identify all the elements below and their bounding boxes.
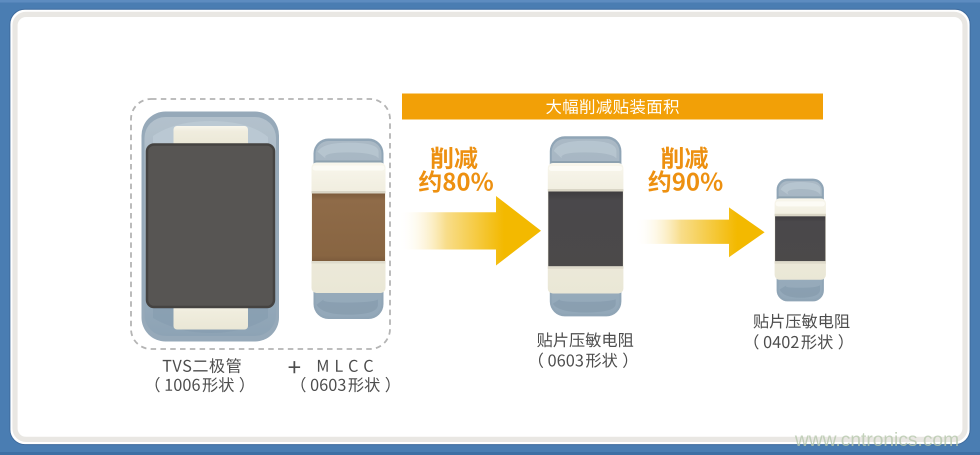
svg-text:www.cntronics.com: www.cntronics.com (794, 430, 959, 451)
